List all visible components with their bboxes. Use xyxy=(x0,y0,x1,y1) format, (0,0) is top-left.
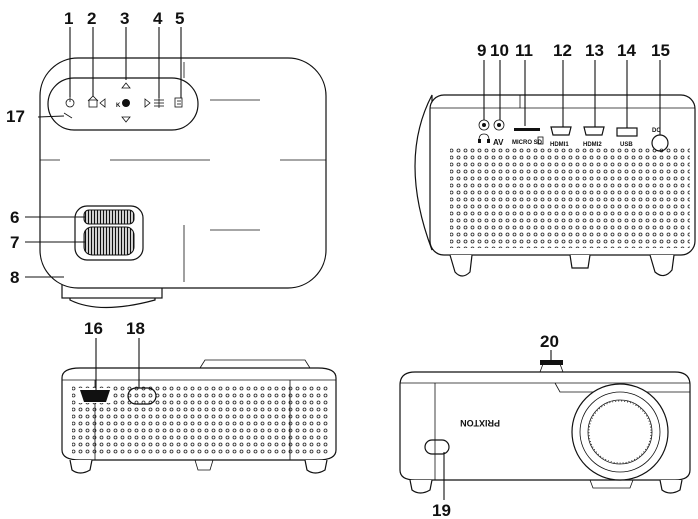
callout-13: 13 xyxy=(585,41,604,60)
callout-19: 19 xyxy=(432,501,451,519)
headphone-icon xyxy=(478,133,490,141)
av-port[interactable]: AV xyxy=(493,119,505,147)
callout-14: 14 xyxy=(617,41,636,60)
vent-grille-rear xyxy=(72,384,330,454)
callout-1: 1 xyxy=(64,9,73,28)
lens xyxy=(587,399,653,465)
callout-18: 18 xyxy=(126,319,145,338)
power-icon[interactable] xyxy=(65,97,75,108)
callout-11: 11 xyxy=(515,41,533,60)
callout-numbers: 1 2 3 4 5 17 6 7 8 9 10 11 12 13 14 15 1… xyxy=(6,9,670,519)
callout-17: 17 xyxy=(6,107,25,126)
brand-label: PRIXTON xyxy=(460,418,500,428)
usb-label: USB xyxy=(620,142,633,148)
dc-label: DC xyxy=(652,128,661,134)
ir-receiver-front xyxy=(424,439,450,455)
vga-port[interactable] xyxy=(80,390,110,402)
port-side-view: AV MICRO SD HDMI1 HDMI2 USB DC xyxy=(414,60,696,277)
hdmi2-port[interactable]: HDMI2 xyxy=(583,126,605,148)
callout-12: 12 xyxy=(553,41,572,60)
source-icon[interactable] xyxy=(174,97,183,108)
callout-7: 7 xyxy=(10,233,19,252)
callout-2: 2 xyxy=(87,9,96,28)
ok-dpad-icon[interactable]: K xyxy=(99,82,151,123)
callout-16: 16 xyxy=(84,319,103,338)
top-button[interactable] xyxy=(539,363,564,373)
callout-5: 5 xyxy=(175,9,184,28)
ir-receiver-rear xyxy=(127,387,157,405)
top-view: K xyxy=(25,27,327,309)
callout-10: 10 xyxy=(490,41,509,60)
callout-15: 15 xyxy=(651,41,670,60)
callout-20: 20 xyxy=(540,332,559,351)
hdmi2-label: HDMI2 xyxy=(583,142,602,148)
callout-6: 6 xyxy=(10,208,19,227)
av-label: AV xyxy=(493,138,504,147)
settings-icon[interactable] xyxy=(154,98,164,108)
lens-outer xyxy=(571,383,669,481)
hdmi1-label: HDMI1 xyxy=(550,142,569,148)
micro-sd-slot[interactable]: MICRO SD xyxy=(512,128,544,146)
keystone-wheel[interactable] xyxy=(83,209,135,225)
vent-grille-right xyxy=(450,148,690,248)
led-indicator xyxy=(63,112,73,119)
lens-ring-side xyxy=(414,94,433,251)
focus-wheel[interactable] xyxy=(83,226,135,256)
hdmi1-port[interactable]: HDMI1 xyxy=(550,126,572,148)
callout-3: 3 xyxy=(120,9,129,28)
front-view: PRIXTON xyxy=(399,350,691,500)
callout-8: 8 xyxy=(10,268,19,287)
callout-4: 4 xyxy=(153,9,163,28)
svg-text:K: K xyxy=(116,103,121,109)
headphone-port[interactable] xyxy=(478,119,490,143)
rear-view xyxy=(61,338,337,474)
callout-9: 9 xyxy=(477,41,486,60)
micro-sd-label: MICRO SD xyxy=(512,140,543,146)
